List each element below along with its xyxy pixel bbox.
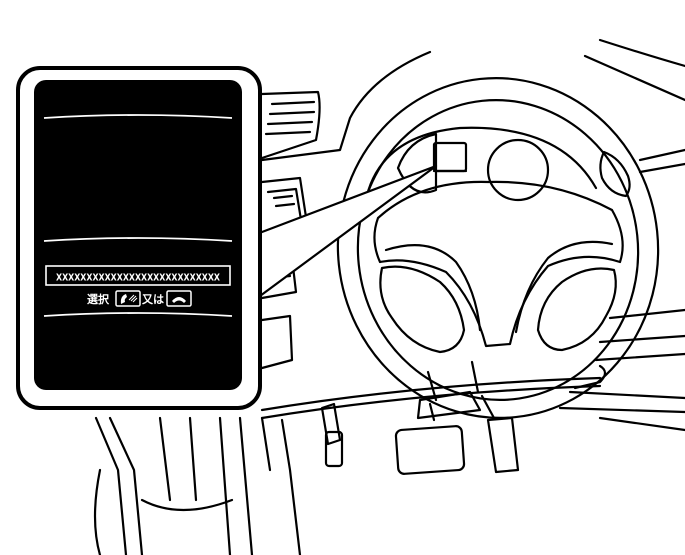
instrument-cluster <box>362 126 598 212</box>
instruction-row: 選択 又は <box>87 290 192 307</box>
display-screen <box>34 80 242 390</box>
clutch-stub <box>324 430 344 468</box>
accelerator-pedal <box>480 394 520 474</box>
phone-hangup-icon <box>166 290 192 307</box>
phone-accept-icon <box>115 290 141 307</box>
menu-divider-bottom <box>43 312 233 317</box>
brake-pedal <box>394 402 466 475</box>
steering-wheel <box>336 77 660 419</box>
steering-column <box>320 360 482 446</box>
callout-pointer <box>258 164 438 298</box>
menu-divider-top <box>43 114 233 119</box>
or-label: 又は <box>141 293 164 306</box>
vehicle-info-display: XXXXXXXXXXXXXXXXXXXXXXXXXXX 選択 又は <box>34 80 242 390</box>
selected-entry-box: XXXXXXXXXXXXXXXXXXXXXXXXXXX <box>45 265 231 286</box>
menu-divider-middle <box>43 237 233 242</box>
select-label: 選択 <box>87 292 110 306</box>
entry-text: XXXXXXXXXXXXXXXXXXXXXXXXXXX <box>56 273 221 284</box>
